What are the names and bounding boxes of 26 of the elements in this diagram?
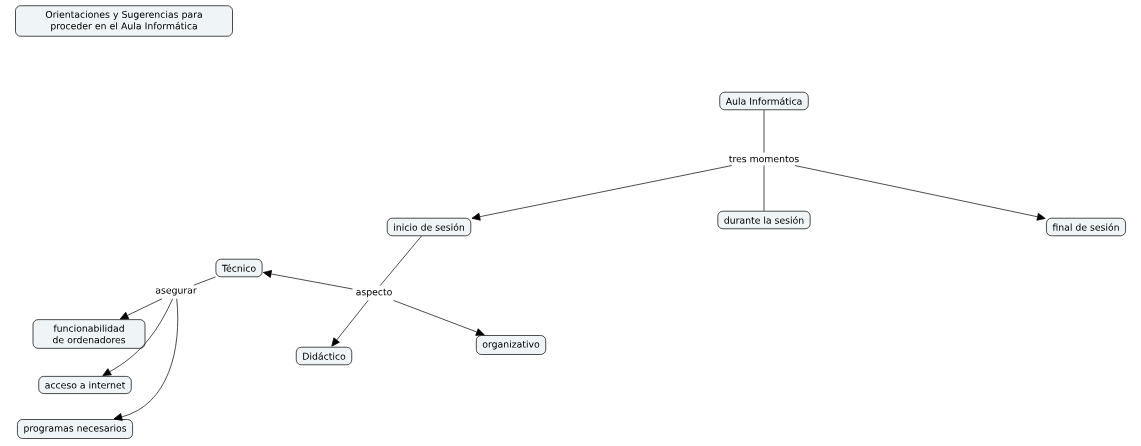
concept-box: Aula Informática (719, 91, 809, 111)
arrow (113, 298, 179, 421)
concept-box: programas necesarios (17, 419, 133, 439)
linking-phrase: asegurar (152, 285, 200, 299)
arrow (119, 298, 163, 320)
connector-line (193, 276, 216, 286)
arrow (331, 300, 369, 347)
connector-line (379, 235, 422, 286)
concept-box: Técnico (215, 258, 263, 278)
linking-phrase: aspecto (352, 285, 396, 301)
arrow (393, 300, 485, 336)
concept-box: durante la sesión (717, 210, 811, 230)
arrow (102, 298, 173, 376)
concept-box: inicio de sesión (386, 217, 472, 237)
concept-box: Orientaciones y Sugerencias para proceder en el Aula Informática (15, 5, 233, 37)
concept-box: final de sesión (1046, 217, 1126, 237)
concept-box: organizativo (475, 335, 547, 355)
arrow (794, 165, 1046, 221)
linking-phrase: tres momentos (725, 152, 803, 166)
concept-box: Didáctico (295, 346, 353, 366)
arrow (262, 270, 353, 290)
connector-line (763, 109, 765, 153)
concept-box: funcionabilidad de ordenadores (32, 319, 146, 349)
concept-box: acceso a internet (38, 376, 132, 394)
connector-line (763, 165, 765, 212)
arrow (471, 165, 733, 221)
